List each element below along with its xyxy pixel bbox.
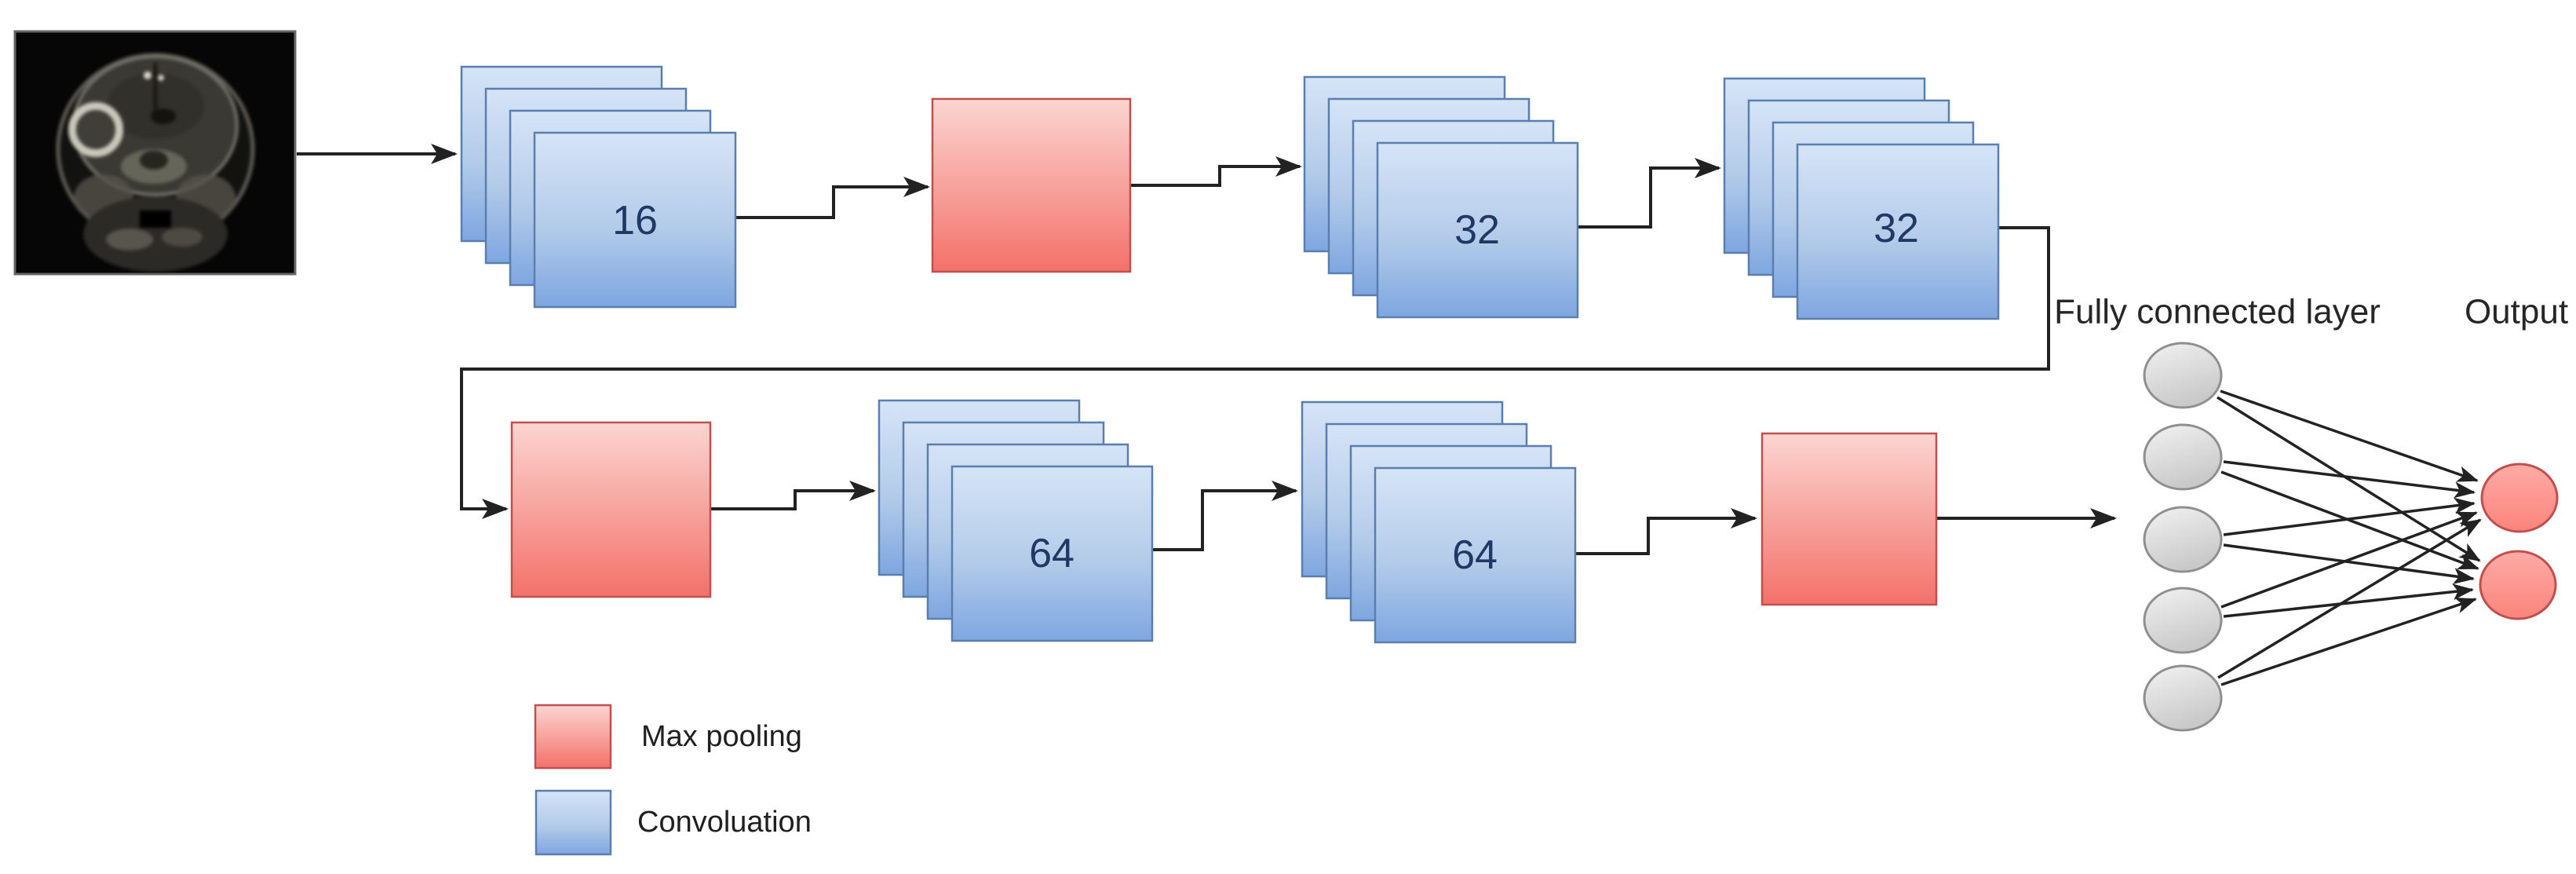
max-pooling-box-2 — [510, 421, 712, 598]
connection-line — [2223, 460, 2476, 499]
conv-layer-32b: 32 — [1723, 77, 2000, 320]
connector-conv16-to-pool1 — [735, 177, 930, 219]
conv-filter-count: 16 — [612, 198, 658, 243]
output-neurons — [2479, 463, 2559, 620]
conv-layer-32a: 32 — [1303, 75, 1579, 319]
connection-line — [2223, 583, 2474, 618]
conv-layer-16: 16 — [460, 65, 737, 309]
legend-max-pooling-label: Max pooling — [641, 720, 802, 753]
fc-neuron — [2143, 342, 2223, 409]
connection-line — [2217, 518, 2482, 679]
conv-feature-map — [950, 465, 1154, 642]
output-neuron — [2479, 550, 2557, 620]
fc-neuron — [2143, 664, 2223, 732]
conv-feature-map — [1796, 143, 2000, 320]
conv-filter-count: 32 — [1454, 207, 1500, 253]
connection-line — [2217, 396, 2481, 562]
conv-layer-64a: 64 — [878, 399, 1154, 642]
conv-filter-count: 64 — [1452, 532, 1498, 578]
connection-line — [2220, 598, 2477, 686]
brain-mri-input-image — [13, 30, 297, 276]
connector-conv64a-to-conv64b — [1151, 481, 1298, 551]
fc-neuron — [2143, 506, 2223, 573]
fully-connected-layer-label: Fully connected layer — [2054, 293, 2381, 331]
conv-feature-map — [1376, 141, 1579, 319]
max-pooling-box-3 — [1761, 432, 1938, 606]
connection-line — [2220, 511, 2478, 609]
connector-conv32a-to-conv32b — [1578, 158, 1721, 229]
connection-line — [2223, 497, 2476, 536]
connection-line — [2223, 543, 2475, 585]
connection-line — [2220, 389, 2479, 482]
connector-conv64b-to-pool3 — [1575, 508, 1757, 555]
legend-max-pooling-swatch — [534, 704, 612, 770]
max-pooling-box-1 — [931, 97, 1132, 273]
connector-pool1-to-conv32a — [1130, 156, 1302, 187]
output-label: Output — [2465, 293, 2568, 331]
legend: Max pooling Convoluation — [534, 704, 812, 856]
mri-brain-illustration — [56, 53, 255, 272]
conv-feature-map — [1374, 466, 1577, 644]
legend-convolution-label: Convoluation — [637, 806, 812, 839]
fc-output-connections — [2217, 389, 2482, 686]
fc-neurons — [2143, 342, 2223, 732]
conv-layer-64b: 64 — [1301, 400, 1577, 644]
fc-neuron — [2143, 423, 2223, 491]
conv-filter-count: 32 — [1874, 206, 1919, 251]
fc-neuron — [2143, 587, 2223, 654]
connector-pool2-to-conv64a — [710, 481, 876, 510]
conv-feature-map — [533, 131, 737, 309]
connector-conv32b-to-pool2 — [460, 226, 2050, 519]
output-neuron — [2480, 463, 2559, 533]
legend-convolution-swatch — [535, 789, 612, 856]
conv-filter-count: 64 — [1029, 531, 1075, 576]
